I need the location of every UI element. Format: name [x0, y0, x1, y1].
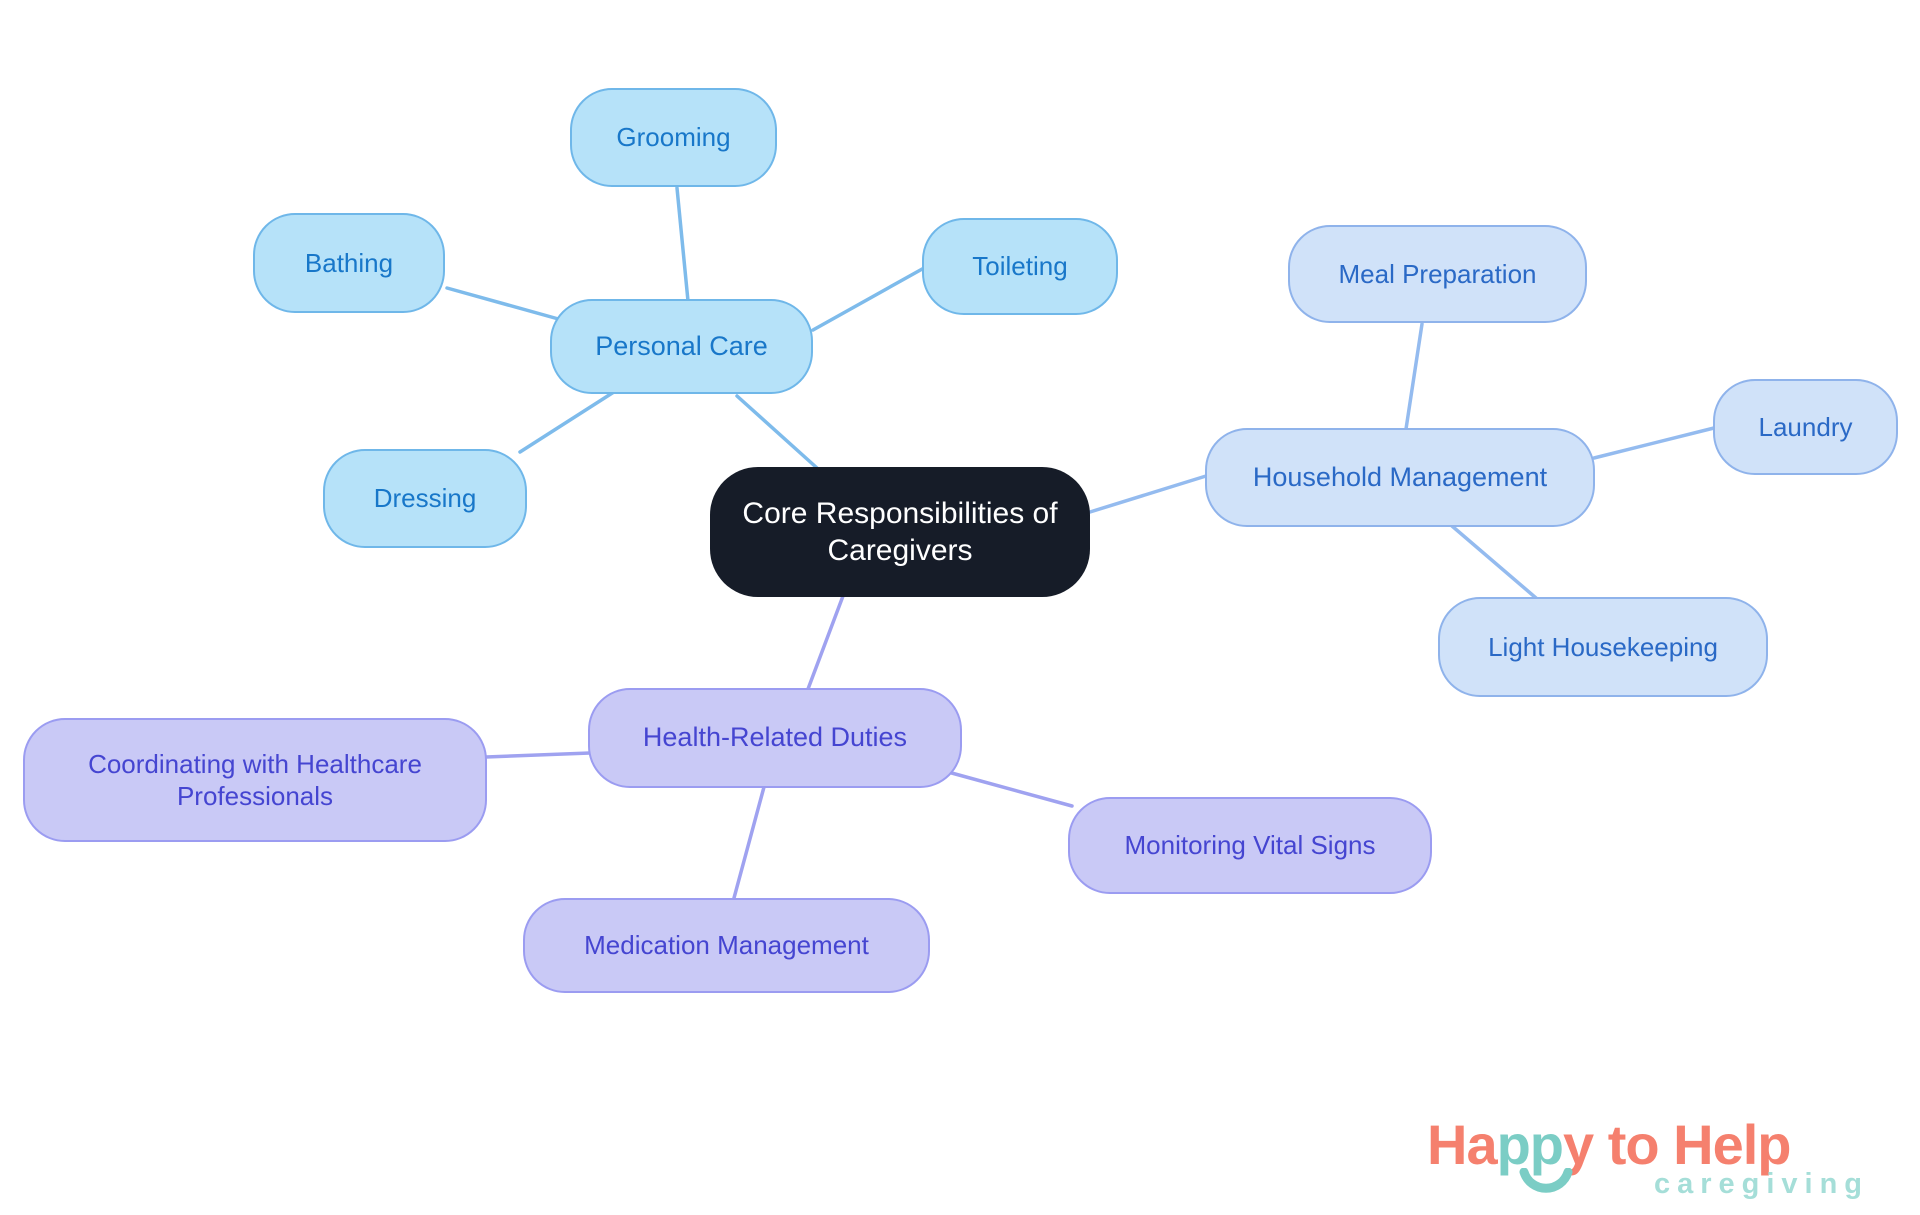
node-meal-preparation: Meal Preparation [1288, 225, 1587, 323]
node-medication-management: Medication Management [523, 898, 930, 993]
edge-coordinating-health [484, 751, 592, 759]
edge-personal-toileting [811, 266, 926, 332]
logo-wordmark: Happy to Help [1427, 1112, 1897, 1177]
node-grooming: Grooming [570, 88, 777, 187]
node-center: Core Responsibilities of Caregivers [710, 467, 1090, 597]
node-dressing: Dressing [323, 449, 527, 548]
edge-center-household [1088, 474, 1208, 514]
node-health-related-duties: Health-Related Duties [588, 688, 962, 788]
edge-grooming-personal [675, 186, 690, 303]
smile-icon [1519, 1168, 1573, 1193]
edge-meal-household [1404, 322, 1424, 431]
brand-logo: Happy to Help caregiving [1427, 1112, 1897, 1212]
node-coordinating-healthcare: Coordinating with Healthcare Professiona… [23, 718, 487, 842]
edge-household-lighthouse [1450, 524, 1538, 600]
edge-personal-center [735, 394, 819, 470]
node-bathing: Bathing [253, 213, 445, 313]
logo-part-ha: Ha [1427, 1113, 1498, 1176]
node-light-housekeeping: Light Housekeeping [1438, 597, 1768, 697]
edge-bathing-personal [445, 286, 564, 322]
node-personal-care: Personal Care [550, 299, 813, 394]
edge-health-monitoring [946, 770, 1074, 808]
node-monitoring-vital-signs: Monitoring Vital Signs [1068, 797, 1432, 894]
logo-tagline: caregiving [1653, 1168, 1869, 1200]
logo-part-rest: y to Help [1563, 1113, 1791, 1176]
node-toileting: Toileting [922, 218, 1118, 315]
edge-health-medication [732, 785, 766, 900]
edge-household-laundry [1592, 426, 1716, 460]
edge-dressing-personal [518, 388, 619, 454]
logo-part-pp: pp [1496, 1113, 1564, 1176]
edge-center-health [806, 594, 845, 691]
node-laundry: Laundry [1713, 379, 1898, 475]
node-household-management: Household Management [1205, 428, 1595, 527]
